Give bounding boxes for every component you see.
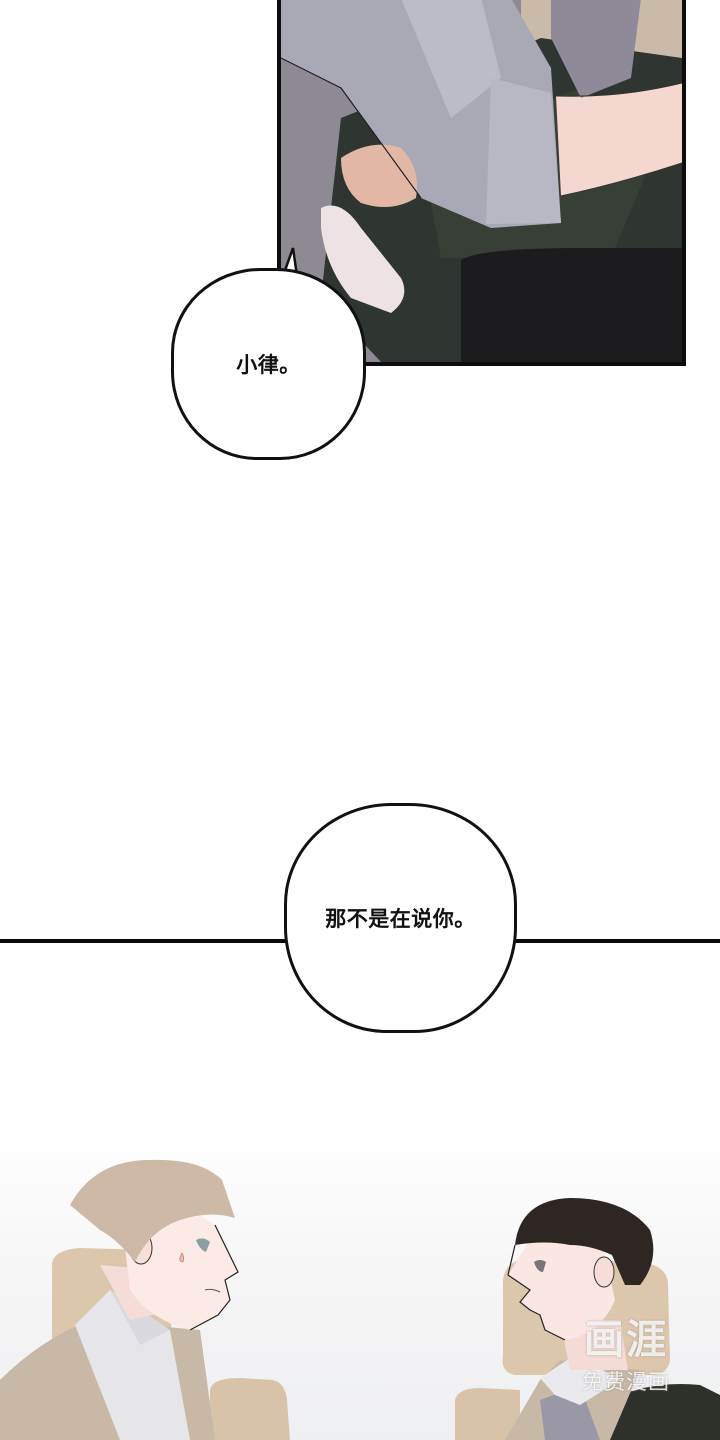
panel-art-hands	[281, 0, 682, 362]
watermark: 画涯 免费漫画	[566, 1318, 686, 1418]
speech-text-2: 那不是在说你。	[325, 907, 476, 931]
speech-bubble-1: 小律。	[171, 268, 366, 460]
watermark-subtitle: 免费漫画	[582, 1370, 670, 1394]
watermark-logo: 画涯	[584, 1317, 668, 1363]
comic-panel-two-men	[0, 1120, 720, 1440]
speech-text-1: 小律。	[236, 353, 301, 377]
panel-art-two-men	[0, 1159, 720, 1440]
speech-bubble-2: 那不是在说你。	[284, 803, 517, 1033]
panel-divider-line-right	[514, 939, 720, 943]
comic-panel-hands	[277, 0, 686, 366]
panel-divider-line-left	[0, 939, 287, 943]
